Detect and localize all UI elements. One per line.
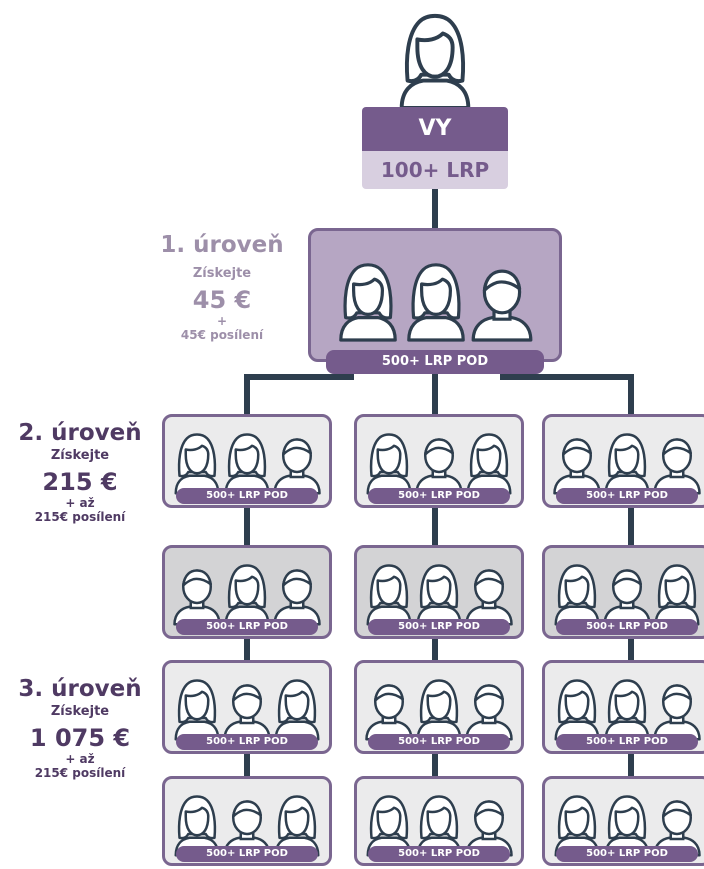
connector-col-right	[628, 505, 634, 785]
pod-label: 500+ LRP POD	[176, 619, 318, 635]
pod-label: 500+ LRP POD	[368, 846, 510, 862]
connector-right-branch-h	[500, 374, 634, 380]
level-1-pod-label: 500+ LRP POD	[326, 350, 544, 374]
level-1-boost: 45€ posílení	[180, 328, 264, 342]
pod-label: 500+ LRP POD	[556, 846, 698, 862]
level-1-person-2-woman-icon	[404, 250, 468, 350]
level-3-boost: 215€ posílení	[34, 766, 126, 780]
level-1-person-1-woman-icon	[336, 250, 400, 350]
woman-icon	[552, 555, 602, 631]
pod-label: 500+ LRP POD	[368, 619, 510, 635]
you-label: VY	[362, 107, 508, 151]
connector-top	[432, 188, 438, 232]
woman-icon	[652, 555, 702, 631]
level-2-legend: 2. úroveň Získejte 215 € + až 215€ posíl…	[0, 420, 160, 525]
connector-col-left	[244, 505, 250, 785]
level-3-legend: 3. úroveň Získejte 1 075 € + až 215€ pos…	[0, 676, 160, 781]
you-lrp-label: 100+ LRP	[362, 151, 508, 189]
connector-center-branch	[432, 360, 438, 416]
level-2-title: 2. úroveň	[18, 420, 142, 446]
woman-icon	[172, 424, 222, 500]
level-3-amount: 1 075 €	[29, 724, 131, 752]
level-2-amount: 215 €	[42, 468, 118, 496]
level-2-earn: Získejte	[50, 448, 110, 463]
woman-icon	[222, 424, 272, 500]
pod-label: 500+ LRP POD	[176, 734, 318, 750]
level-2-plus: + až	[65, 496, 95, 510]
connector-col-center	[432, 505, 438, 785]
connector-left-branch-h	[244, 374, 354, 380]
level-3-title: 3. úroveň	[18, 676, 142, 702]
pod-label: 500+ LRP POD	[176, 488, 318, 504]
level-1-amount: 45 €	[192, 286, 252, 314]
connector-left-branch	[244, 374, 250, 416]
level-2-boost: 215€ posílení	[34, 510, 126, 524]
woman-icon	[602, 786, 652, 862]
pod-label: 500+ LRP POD	[368, 734, 510, 750]
level-1-plus: +	[216, 314, 228, 328]
man-icon	[414, 424, 464, 500]
level-1-person-3-man-icon	[470, 250, 534, 350]
level-1-earn: Získejte	[192, 266, 252, 281]
level-1-title: 1. úroveň	[160, 232, 284, 258]
level-3-plus: + až	[65, 752, 95, 766]
pod-label: 500+ LRP POD	[556, 734, 698, 750]
you-avatar-woman-icon	[395, 10, 475, 110]
pod-label: 500+ LRP POD	[556, 488, 698, 504]
connector-right-branch	[628, 374, 634, 416]
pod-label: 500+ LRP POD	[368, 488, 510, 504]
level-3-earn: Získejte	[50, 704, 110, 719]
pod-label: 500+ LRP POD	[556, 619, 698, 635]
level-1-legend: 1. úroveň Získejte 45 € + 45€ posílení	[148, 232, 296, 343]
pod-label: 500+ LRP POD	[176, 846, 318, 862]
